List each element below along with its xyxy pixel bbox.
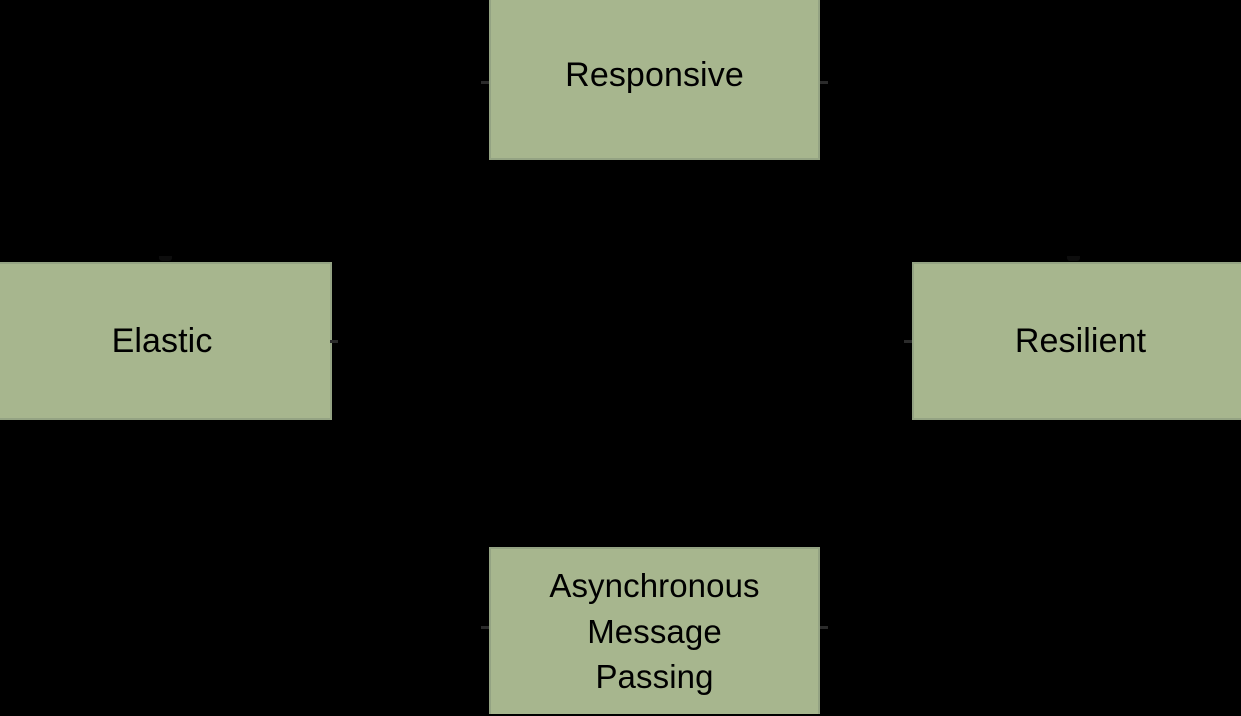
connector-async-right bbox=[820, 626, 828, 629]
connector-elastic-right bbox=[330, 340, 338, 343]
connector-resilient-left bbox=[904, 340, 912, 343]
connector-async-left bbox=[481, 626, 489, 629]
connector-responsive-left bbox=[481, 81, 489, 84]
connector-responsive-right bbox=[820, 81, 828, 84]
node-responsive[interactable]: Responsive bbox=[489, 0, 820, 160]
node-async-message-passing[interactable]: Asynchronous Message Passing bbox=[489, 547, 820, 714]
clipped-label-above-resilient bbox=[1067, 256, 1080, 261]
node-async-message-passing-label: Asynchronous Message Passing bbox=[549, 567, 760, 696]
node-resilient[interactable]: Resilient bbox=[912, 262, 1241, 420]
node-resilient-label: Resilient bbox=[1014, 321, 1147, 360]
node-elastic[interactable]: Elastic bbox=[0, 262, 332, 420]
node-responsive-label: Responsive bbox=[565, 55, 744, 94]
clipped-label-above-elastic bbox=[159, 256, 172, 261]
node-elastic-label: Elastic bbox=[111, 321, 213, 360]
